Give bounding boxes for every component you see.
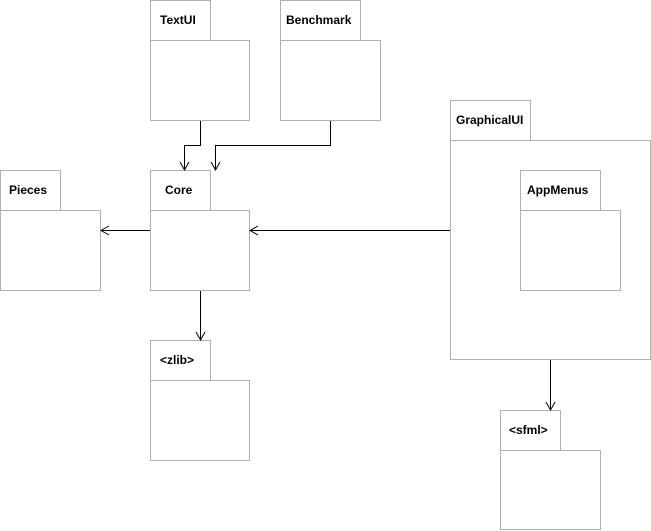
dependency-textui-core: [179, 121, 201, 172]
package-pieces-label: Pieces: [9, 183, 47, 197]
dependency-graphicalui-sfml-arrowhead: [545, 401, 556, 412]
package-pieces-body: [0, 210, 101, 291]
package-zlib-tab: [150, 340, 211, 381]
package-graphicalui-label: GraphicalUI: [456, 113, 523, 127]
package-textui-label: TextUI: [160, 13, 196, 27]
dependency-graphicalui-core: [248, 225, 450, 236]
package-appmenus-tab: [520, 170, 601, 211]
package-appmenus-body: [520, 210, 621, 291]
package-sfml-tab: [500, 410, 561, 451]
package-pieces[interactable]: Pieces: [0, 170, 101, 291]
package-core-label: Core: [165, 183, 193, 197]
dependency-benchmark-core-arrowhead: [210, 161, 221, 172]
dependency-textui-core-line: [184, 121, 201, 170]
package-zlib-body: [150, 380, 250, 461]
package-benchmark-body: [280, 40, 381, 121]
package-benchmark[interactable]: Benchmark: [280, 0, 381, 121]
package-zlib-label: <zlib>: [160, 353, 194, 367]
package-core-body: [150, 210, 250, 291]
package-core[interactable]: Core: [150, 170, 250, 291]
package-sfml-label: <sfml>: [509, 423, 548, 437]
package-graphicalui-tab: [450, 100, 531, 141]
package-benchmark-label: Benchmark: [286, 13, 352, 27]
package-benchmark-tab: [280, 0, 361, 41]
dependency-core-zlib: [195, 291, 206, 342]
dependency-core-pieces: [99, 225, 150, 236]
package-zlib[interactable]: <zlib>: [150, 340, 250, 461]
dependency-core-pieces-arrowhead: [99, 225, 110, 236]
package-textui-body: [150, 40, 250, 121]
dependency-benchmark-core-line: [215, 121, 331, 170]
package-textui[interactable]: TextUI: [150, 0, 250, 121]
dependency-graphicalui-sfml: [545, 360, 556, 412]
package-appmenus[interactable]: AppMenus: [520, 170, 621, 291]
package-appmenus-label: AppMenus: [527, 183, 589, 197]
dependency-textui-core-arrowhead: [179, 161, 190, 172]
package-sfml[interactable]: <sfml>: [500, 410, 601, 530]
package-sfml-body: [500, 450, 601, 530]
dependency-core-zlib-arrowhead: [195, 331, 206, 342]
dependency-benchmark-core: [210, 121, 331, 172]
dependency-graphicalui-core-arrowhead: [248, 225, 259, 236]
package-textui-tab: [150, 0, 211, 41]
